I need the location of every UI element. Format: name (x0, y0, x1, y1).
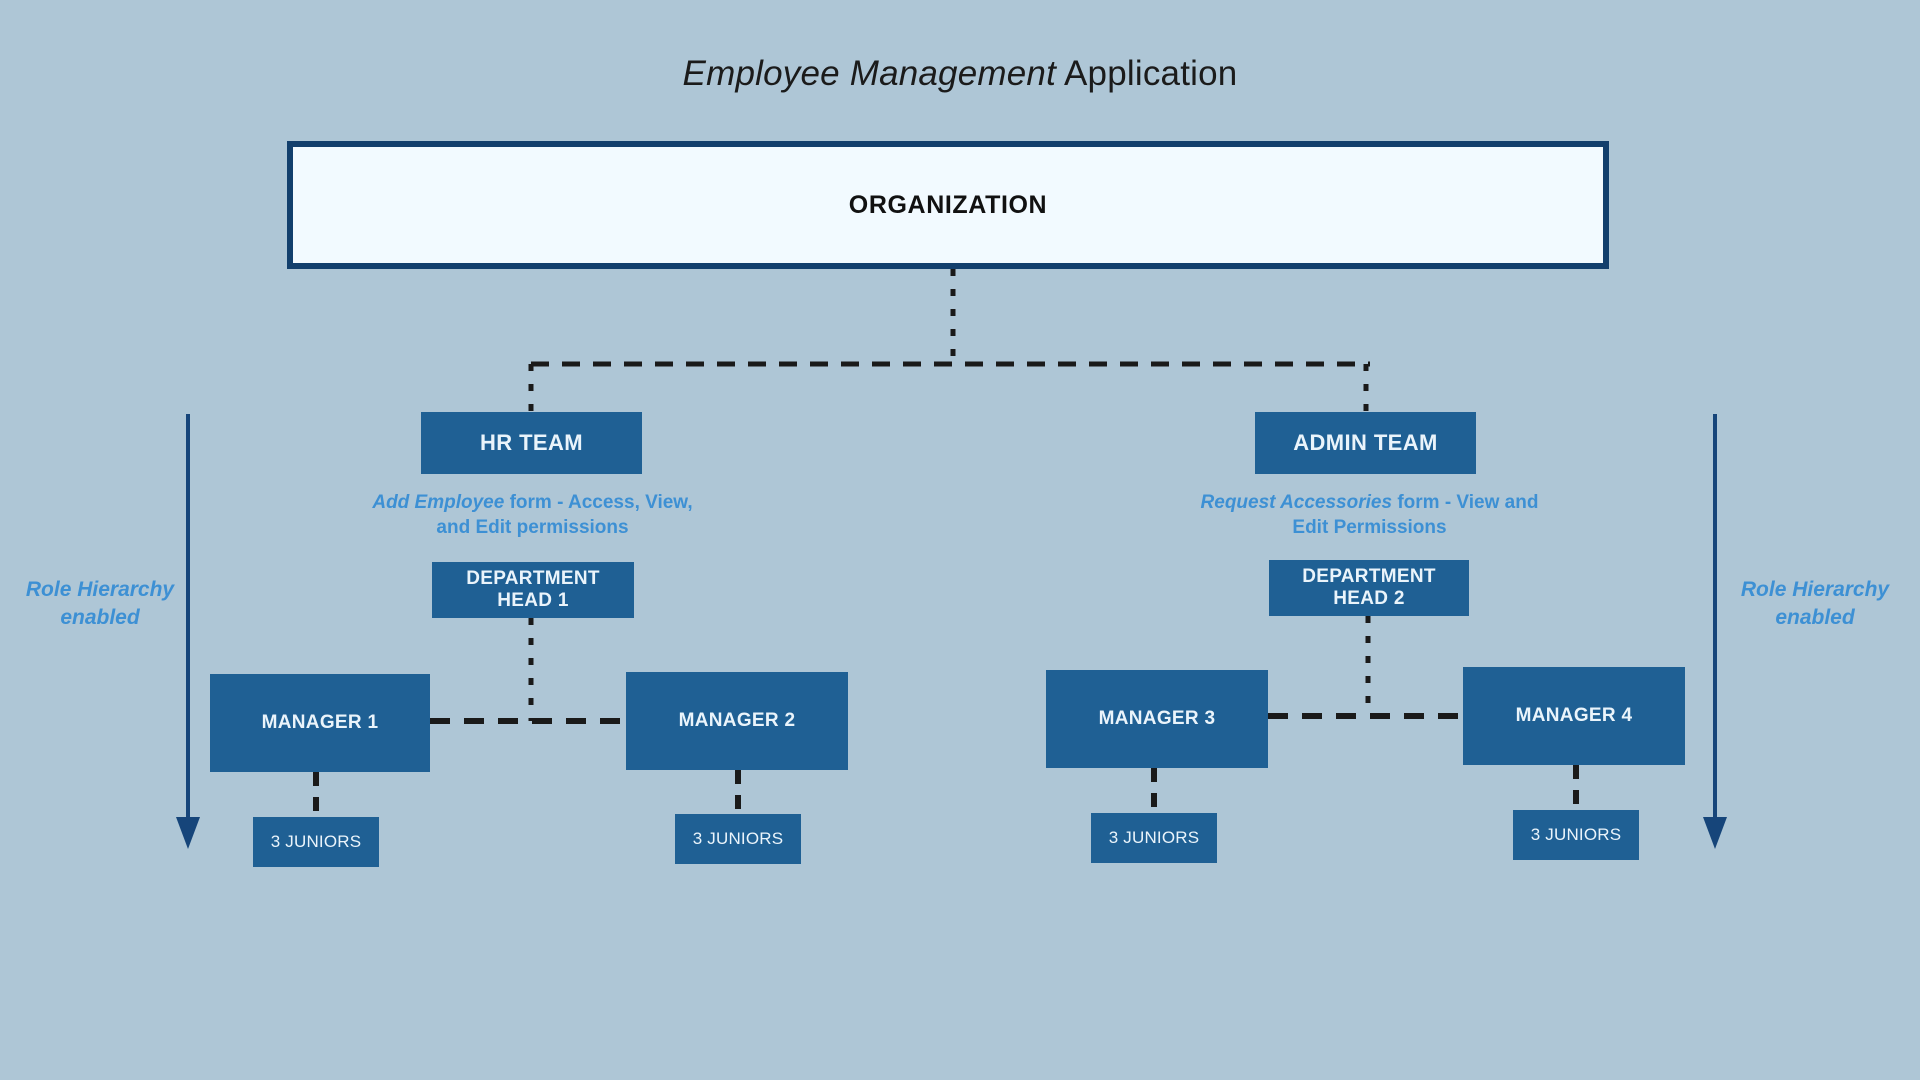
node-manager-4[interactable]: MANAGER 4 (1463, 667, 1685, 765)
node-manager-2[interactable]: MANAGER 2 (626, 672, 848, 770)
node-juniors-manager-4-label: 3 JUNIORS (1530, 824, 1622, 844)
caption-hr-emphasis: Add Employee (372, 492, 505, 513)
caption-hr-permissions: Add Employee form - Access, View, and Ed… (360, 490, 705, 540)
node-hr-team[interactable]: HR TEAM (421, 412, 642, 474)
node-juniors-manager-2-label: 3 JUNIORS (692, 828, 784, 848)
node-manager-3[interactable]: MANAGER 3 (1046, 670, 1268, 768)
page-title: Employee Management Application (0, 54, 1920, 94)
node-organization[interactable]: ORGANIZATION (287, 141, 1609, 269)
node-department-head-1-label: DEPARTMENT HEAD 1 (466, 567, 600, 611)
page-title-emphasis: Employee Management (682, 54, 1057, 93)
node-juniors-manager-1[interactable]: 3 JUNIORS (253, 817, 379, 867)
caption-admin-emphasis: Request Accessories (1200, 492, 1393, 513)
node-manager-2-label: MANAGER 2 (678, 709, 796, 731)
node-hr-team-label: HR TEAM (479, 430, 583, 456)
caption-admin-permissions: Request Accessories form - View and Edit… (1192, 490, 1547, 540)
node-juniors-manager-1-label: 3 JUNIORS (270, 831, 362, 851)
role-hierarchy-arrow-left (176, 414, 200, 849)
node-department-head-2-label: DEPARTMENT HEAD 2 (1302, 565, 1436, 609)
node-admin-team-label: ADMIN TEAM (1293, 430, 1438, 456)
node-manager-1-label: MANAGER 1 (261, 711, 379, 733)
caption-hr-rest: form - Access, View, and Edit permission… (436, 492, 693, 539)
node-juniors-manager-2[interactable]: 3 JUNIORS (675, 814, 801, 864)
node-manager-3-label: MANAGER 3 (1098, 707, 1216, 729)
node-department-head-2[interactable]: DEPARTMENT HEAD 2 (1269, 560, 1469, 616)
node-organization-label: ORGANIZATION (848, 190, 1048, 219)
node-manager-4-label: MANAGER 4 (1515, 704, 1633, 726)
role-hierarchy-label-right: Role Hierarchy enabled (1740, 578, 1890, 629)
role-hierarchy-arrow-right (1703, 414, 1727, 849)
role-hierarchy-label-left: Role Hierarchy enabled (25, 578, 175, 629)
caption-admin-rest: form - View and Edit Permissions (1292, 492, 1539, 539)
node-manager-1[interactable]: MANAGER 1 (210, 674, 430, 772)
node-juniors-manager-3[interactable]: 3 JUNIORS (1091, 813, 1217, 863)
node-juniors-manager-3-label: 3 JUNIORS (1108, 827, 1200, 847)
page-title-rest: Application (1056, 54, 1238, 93)
node-admin-team[interactable]: ADMIN TEAM (1255, 412, 1476, 474)
node-department-head-1[interactable]: DEPARTMENT HEAD 1 (432, 562, 634, 618)
node-juniors-manager-4[interactable]: 3 JUNIORS (1513, 810, 1639, 860)
